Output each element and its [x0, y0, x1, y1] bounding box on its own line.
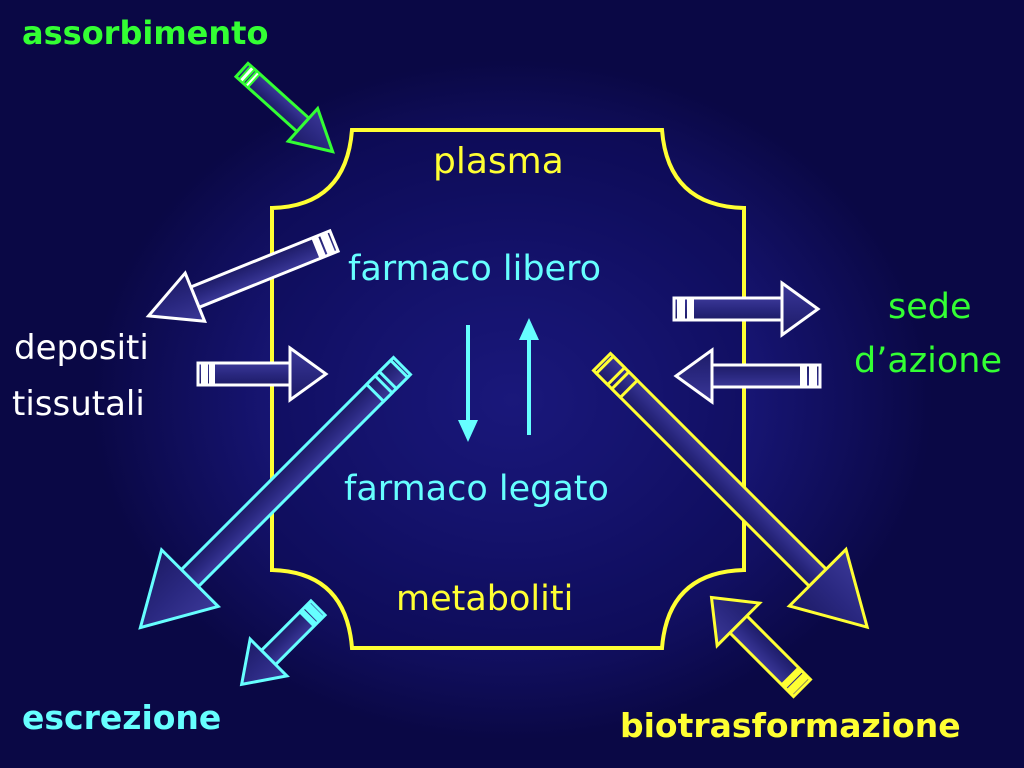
arrow-from-sede-azione [673, 347, 822, 405]
label-biotrasformazione: biotrasformazione [620, 706, 961, 745]
arrow-escrezione-small [239, 598, 328, 687]
label-farmaco-legato: farmaco legato [344, 469, 609, 509]
label-depositi: depositi [14, 328, 149, 368]
arrow-from-depositi [196, 345, 329, 403]
label-escrezione: escrezione [22, 698, 222, 737]
arrow-to-depositi [145, 228, 341, 324]
label-farmaco-libero: farmaco libero [348, 249, 602, 289]
arrow-escrezione-large [138, 355, 413, 630]
arrow-biotrasformazione-small [709, 595, 813, 699]
plasma-compartment [270, 128, 746, 650]
arrow-to-sede-azione [672, 280, 821, 338]
arrow-biotrasformazione-large [591, 351, 870, 630]
label-tissutali: tissutali [12, 384, 145, 424]
arrow-up-bound-to-free [519, 318, 539, 435]
label-dazione: d’azione [854, 341, 1003, 381]
label-assorbimento: assorbimento [22, 14, 269, 52]
label-sede: sede [888, 287, 972, 327]
arrow-down-free-to-bound [458, 325, 478, 442]
label-plasma: plasma [433, 141, 564, 182]
label-metaboliti: metaboliti [396, 579, 574, 619]
arrow-assorbimento [233, 61, 335, 154]
